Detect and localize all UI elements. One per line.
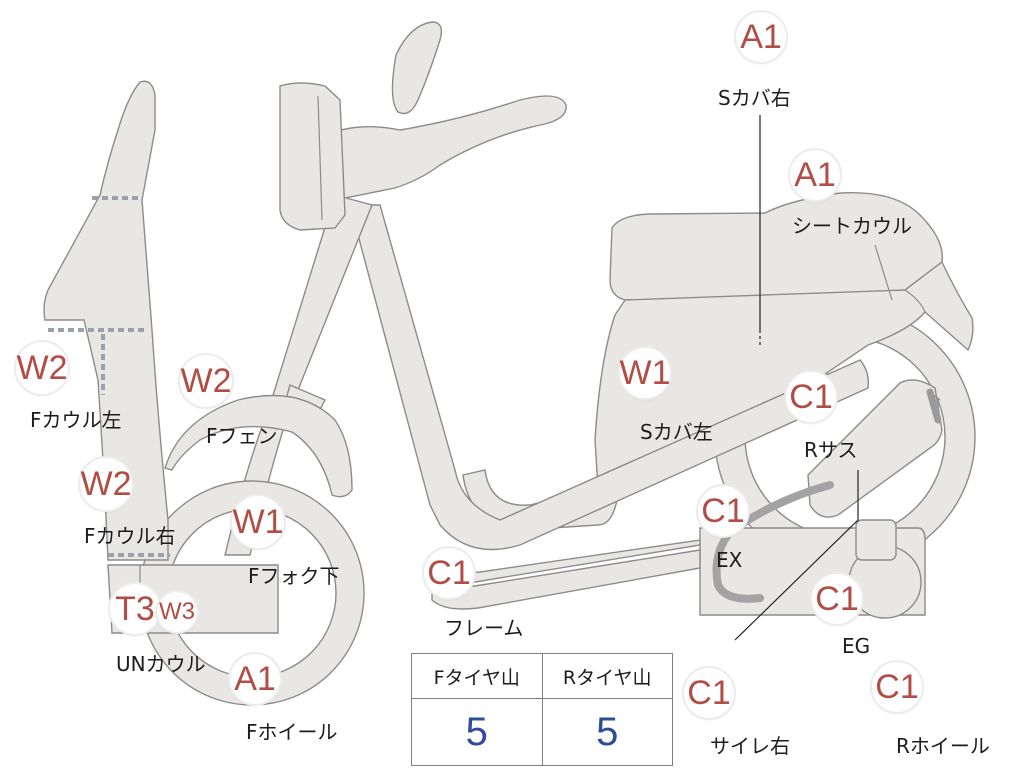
front-tire-header: Fタイヤ山 [411, 653, 543, 699]
label-f-wheel: Fホイール [246, 720, 338, 744]
headlight [279, 82, 346, 231]
label-ex: EX [716, 548, 743, 572]
front-cowl [43, 80, 169, 561]
grade-badge-eg: C1 [812, 574, 862, 624]
grade-badge-un-cowl: T3 [110, 584, 160, 634]
front-fender [164, 394, 353, 498]
grade-badge-ex: C1 [698, 486, 748, 536]
tire-table-header-row: Fタイヤ山 Rタイヤ山 [411, 653, 673, 699]
label-f-cowl-right: Fカウル右 [84, 524, 176, 548]
grade-badge-f-cowl-right: W2 [80, 458, 132, 510]
seat [609, 191, 944, 301]
tire-tread-table: Fタイヤ山 Rタイヤ山 5 5 [411, 653, 673, 766]
grade-badge-f-fork-lower: W1 [232, 496, 284, 548]
grade-badge-s-cover-left: W1 [620, 348, 671, 398]
label-f-fork-lower: Fフォク下 [248, 564, 340, 588]
label-f-fender: Fフェン [206, 424, 278, 448]
label-muffler-right: サイレ右 [710, 734, 790, 758]
grade-badge-f-cowl-left: W2 [16, 342, 68, 394]
rear-tire-header: Rタイヤ山 [541, 653, 673, 699]
grade-badge-r-sus: C1 [786, 372, 836, 422]
label-frame: フレーム [444, 616, 524, 640]
label-s-cover-left: Sカバ左 [640, 420, 713, 444]
grade-badge-f-fender: W2 [180, 355, 232, 407]
grade-badge-muffler-right: C1 [684, 668, 734, 718]
grade-badge-un-cowl-sub: W3 [157, 592, 197, 632]
engine-block [699, 519, 926, 619]
rear-suspension [807, 379, 943, 518]
grade-badge-frame: C1 [424, 548, 474, 598]
label-eg: EG [842, 634, 871, 658]
main-frame [349, 204, 870, 551]
side-cover [594, 260, 974, 489]
tire-table-value-row: 5 5 [411, 698, 673, 766]
grade-badge-s-cover-right: A1 [736, 12, 786, 62]
label-f-cowl-left: Fカウル左 [30, 408, 122, 432]
label-r-sus: Rサス [804, 438, 858, 462]
handlebar [317, 95, 567, 199]
grade-badge-f-wheel: A1 [230, 654, 280, 704]
front-tire-value: 5 [411, 698, 543, 766]
mirror [391, 21, 443, 115]
label-seat-cowl: シートカウル [792, 214, 912, 238]
label-s-cover-right: Sカバ右 [718, 86, 791, 110]
rear-tire-value: 5 [541, 698, 673, 766]
label-un-cowl: UNカウル [116, 652, 206, 676]
grade-badge-r-wheel: C1 [872, 662, 922, 712]
label-r-wheel: Rホイール [896, 734, 990, 758]
grade-badge-seat-cowl: A1 [790, 150, 840, 200]
front-wheel [139, 480, 365, 706]
